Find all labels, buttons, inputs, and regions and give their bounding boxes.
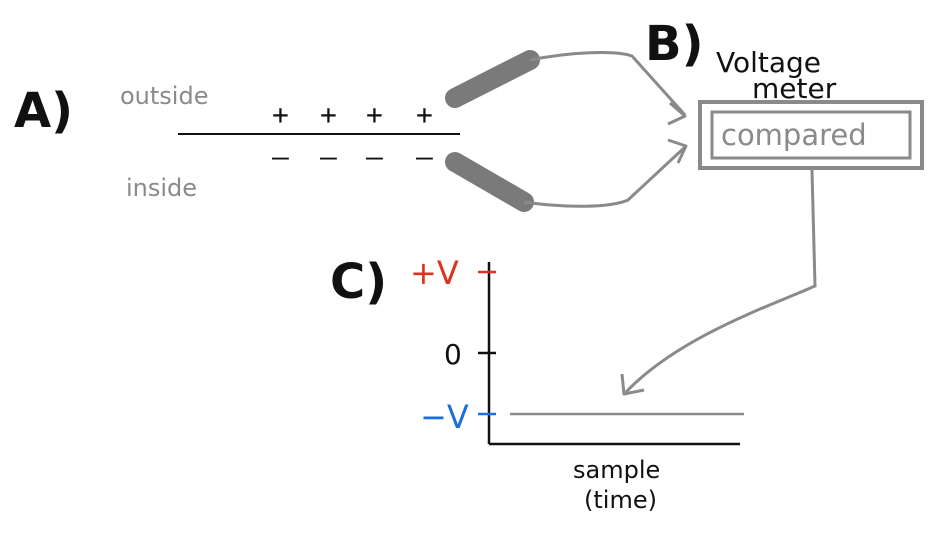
positive-charge: +: [366, 98, 383, 131]
outside-probe-wire: [529, 51, 687, 117]
negative-charge: –: [272, 140, 289, 173]
y-tick-bottom-label: −V: [420, 398, 469, 436]
meter-box-label: compared: [721, 118, 867, 152]
negative-charge: –: [366, 140, 383, 173]
y-tick-mid-label: 0: [444, 338, 462, 371]
outside-wire-arrowhead: [667, 101, 687, 126]
outside-label: outside: [120, 82, 208, 110]
positive-charges: + + + +: [272, 98, 433, 131]
meter-title-line2: meter: [752, 72, 837, 105]
meter-box-inner: [710, 110, 912, 160]
positive-charge: +: [416, 98, 433, 131]
negative-charge: –: [416, 140, 433, 173]
x-label-line2: (time): [584, 486, 657, 514]
x-label-line1: sample: [573, 456, 660, 484]
panel-a-letter: A): [14, 83, 73, 139]
positive-charge: +: [320, 98, 337, 131]
inside-probe: [445, 152, 534, 212]
positive-charge: +: [272, 98, 289, 131]
meter-output-wire: [624, 169, 817, 394]
panel-c-letter: C): [330, 254, 387, 310]
meter-output-arrowhead: [620, 373, 645, 396]
negative-charges: – – – –: [272, 140, 433, 173]
y-tick-top-label: +V: [410, 254, 459, 292]
negative-charge: –: [320, 140, 337, 173]
inside-wire-arrowhead: [667, 138, 688, 164]
inside-label: inside: [126, 174, 197, 202]
panel-b-letter: B): [645, 16, 704, 72]
inside-probe-wire: [523, 145, 687, 208]
meter-title-line1: Voltage: [716, 46, 821, 79]
outside-probe: [445, 50, 540, 108]
voltage-chart: +V 0 −V sample (time): [410, 254, 744, 514]
meter-box: [698, 100, 924, 170]
